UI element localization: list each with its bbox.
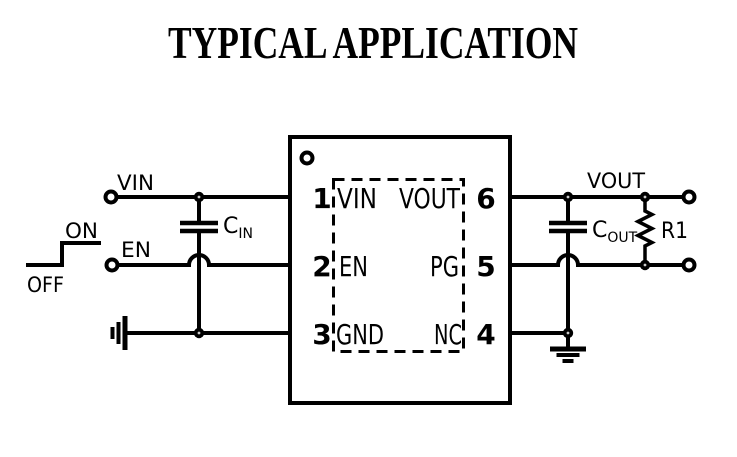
pg-terminal-icon (681, 257, 697, 273)
en-terminal-icon (104, 257, 120, 273)
cout-label-sub: OUT (607, 230, 637, 246)
ground-net-left (110, 316, 290, 350)
pin-name-pg: PG (430, 250, 459, 283)
vout-terminal-icon (681, 189, 697, 205)
r1-label: R1 (661, 219, 688, 244)
ic-inner-dashed-outline (332, 178, 465, 353)
cin-label: CIN (223, 214, 253, 242)
cin-label-sub: IN (238, 226, 253, 242)
junction-dot (193, 191, 205, 203)
pg-net (510, 253, 697, 273)
cout-capacitor: COUT (549, 197, 638, 333)
pin-number-4: 4 (476, 318, 495, 351)
junction-dot (193, 327, 205, 339)
capacitor-icon (549, 220, 587, 234)
pin-number-6: 6 (476, 182, 495, 215)
ground-net-right (510, 331, 586, 363)
junction-dot (562, 327, 574, 339)
off-label: OFF (27, 273, 64, 297)
capacitor-icon (180, 220, 218, 234)
resistor-icon (634, 197, 656, 265)
pg-wire-with-hop (510, 253, 682, 267)
junction-dot (639, 259, 651, 271)
earth-ground-icon (110, 316, 128, 350)
page-title: TYPICAL APPLICATION (168, 17, 578, 68)
cout-label: COUT (592, 218, 638, 246)
pin-number-5: 5 (476, 250, 495, 283)
on-label: ON (65, 219, 98, 243)
junction-dot (639, 191, 651, 203)
pin-number-1: 1 (312, 182, 331, 215)
pin-name-vout: VOUT (399, 182, 461, 215)
pin-number-2: 2 (312, 250, 331, 283)
enable-step-waveform: ON OFF (26, 219, 101, 297)
vin-terminal-icon (103, 189, 119, 205)
pin-name-nc: NC (434, 318, 462, 351)
r1-resistor: R1 (634, 197, 688, 265)
pin-name-vin: VIN (337, 182, 377, 215)
pin-name-en: EN (339, 250, 368, 283)
ic-package: 1 2 3 6 5 4 VIN EN GND VOUT PG NC (288, 135, 512, 405)
vout-net: VOUT (510, 169, 697, 205)
ic-body (288, 135, 512, 405)
pin-name-gnd: GND (336, 318, 384, 351)
junction-dots (193, 191, 651, 339)
cout-label-base: C (592, 218, 607, 243)
pin1-indicator-dot (299, 150, 315, 166)
earth-ground-icon (550, 333, 586, 363)
step-waveform-icon (26, 241, 101, 267)
vout-label: VOUT (587, 169, 645, 193)
junction-dot (562, 191, 574, 203)
pin-number-3: 3 (312, 318, 331, 351)
cin-label-base: C (223, 214, 238, 239)
en-label: EN (121, 238, 151, 262)
cin-capacitor: CIN (180, 197, 253, 333)
vin-label: VIN (117, 171, 154, 195)
